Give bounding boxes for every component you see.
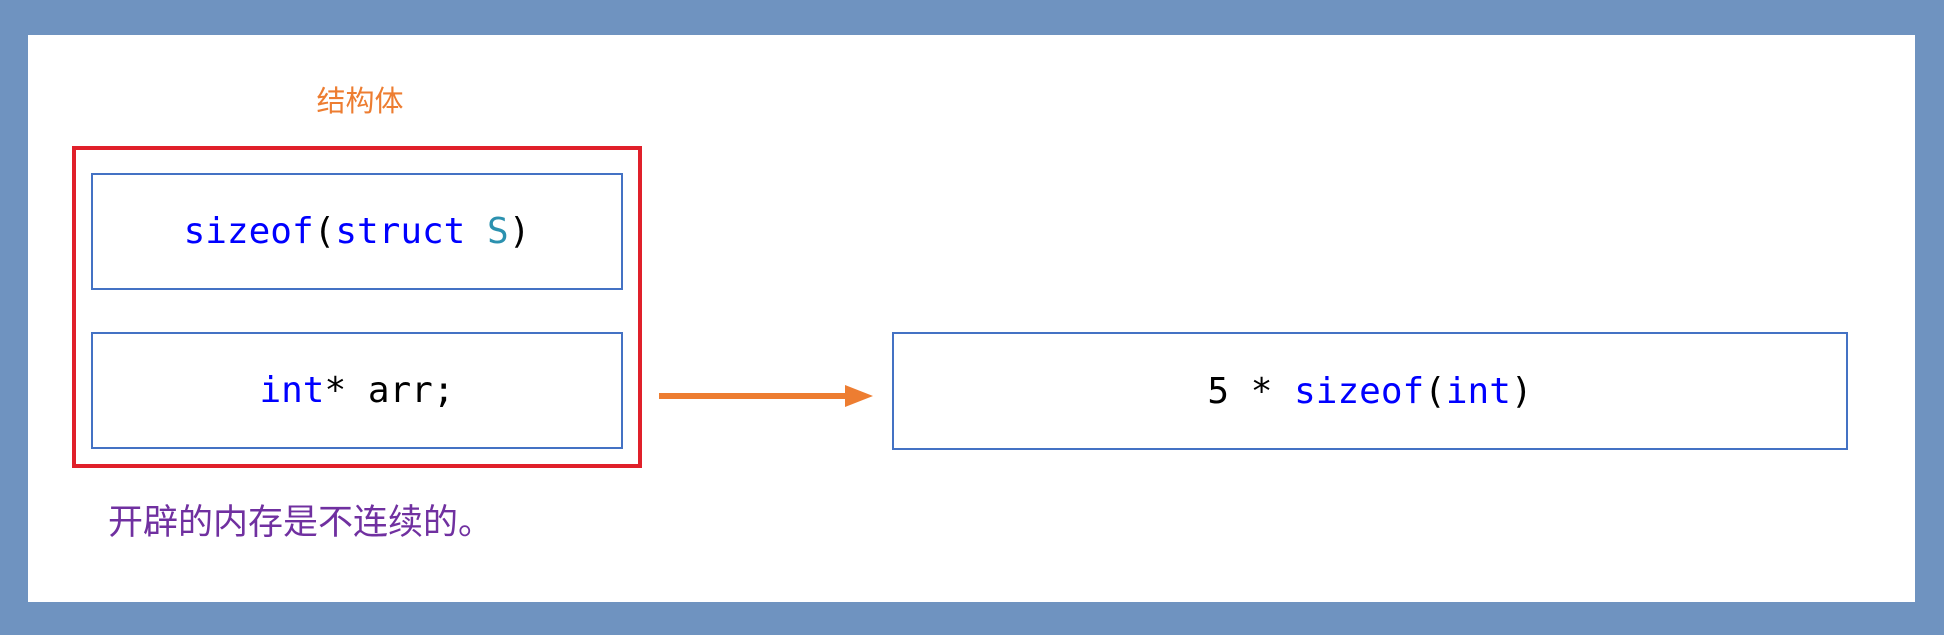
struct-label: 结构体 bbox=[316, 84, 404, 118]
struct-frame bbox=[72, 146, 642, 468]
close-paren: ) bbox=[1510, 370, 1533, 412]
open-paren: ( bbox=[313, 211, 336, 252]
sizeof-keyword: sizeof bbox=[1294, 370, 1425, 412]
struct-type-name: S bbox=[487, 211, 509, 252]
struct-keyword: struct bbox=[335, 211, 466, 252]
allocation-box: 5 * sizeof(int) bbox=[892, 332, 1848, 450]
pointer-declaration: * arr; bbox=[324, 370, 455, 411]
memory-note: 开辟的内存是不连续的。 bbox=[108, 503, 494, 543]
int-keyword: int bbox=[1445, 370, 1511, 412]
sizeof-struct-box: sizeof(struct S) bbox=[91, 173, 623, 290]
space bbox=[465, 211, 487, 252]
open-paren: ( bbox=[1424, 370, 1446, 412]
diagram-canvas bbox=[28, 35, 1915, 602]
int-keyword: int bbox=[259, 370, 325, 411]
pointer-member-box: int* arr; bbox=[91, 332, 623, 449]
sizeof-keyword: sizeof bbox=[183, 211, 314, 252]
multiplier: 5 * bbox=[1207, 370, 1295, 412]
close-paren: ) bbox=[508, 211, 531, 252]
arrow-head bbox=[845, 385, 873, 407]
arrow-icon bbox=[659, 385, 873, 407]
